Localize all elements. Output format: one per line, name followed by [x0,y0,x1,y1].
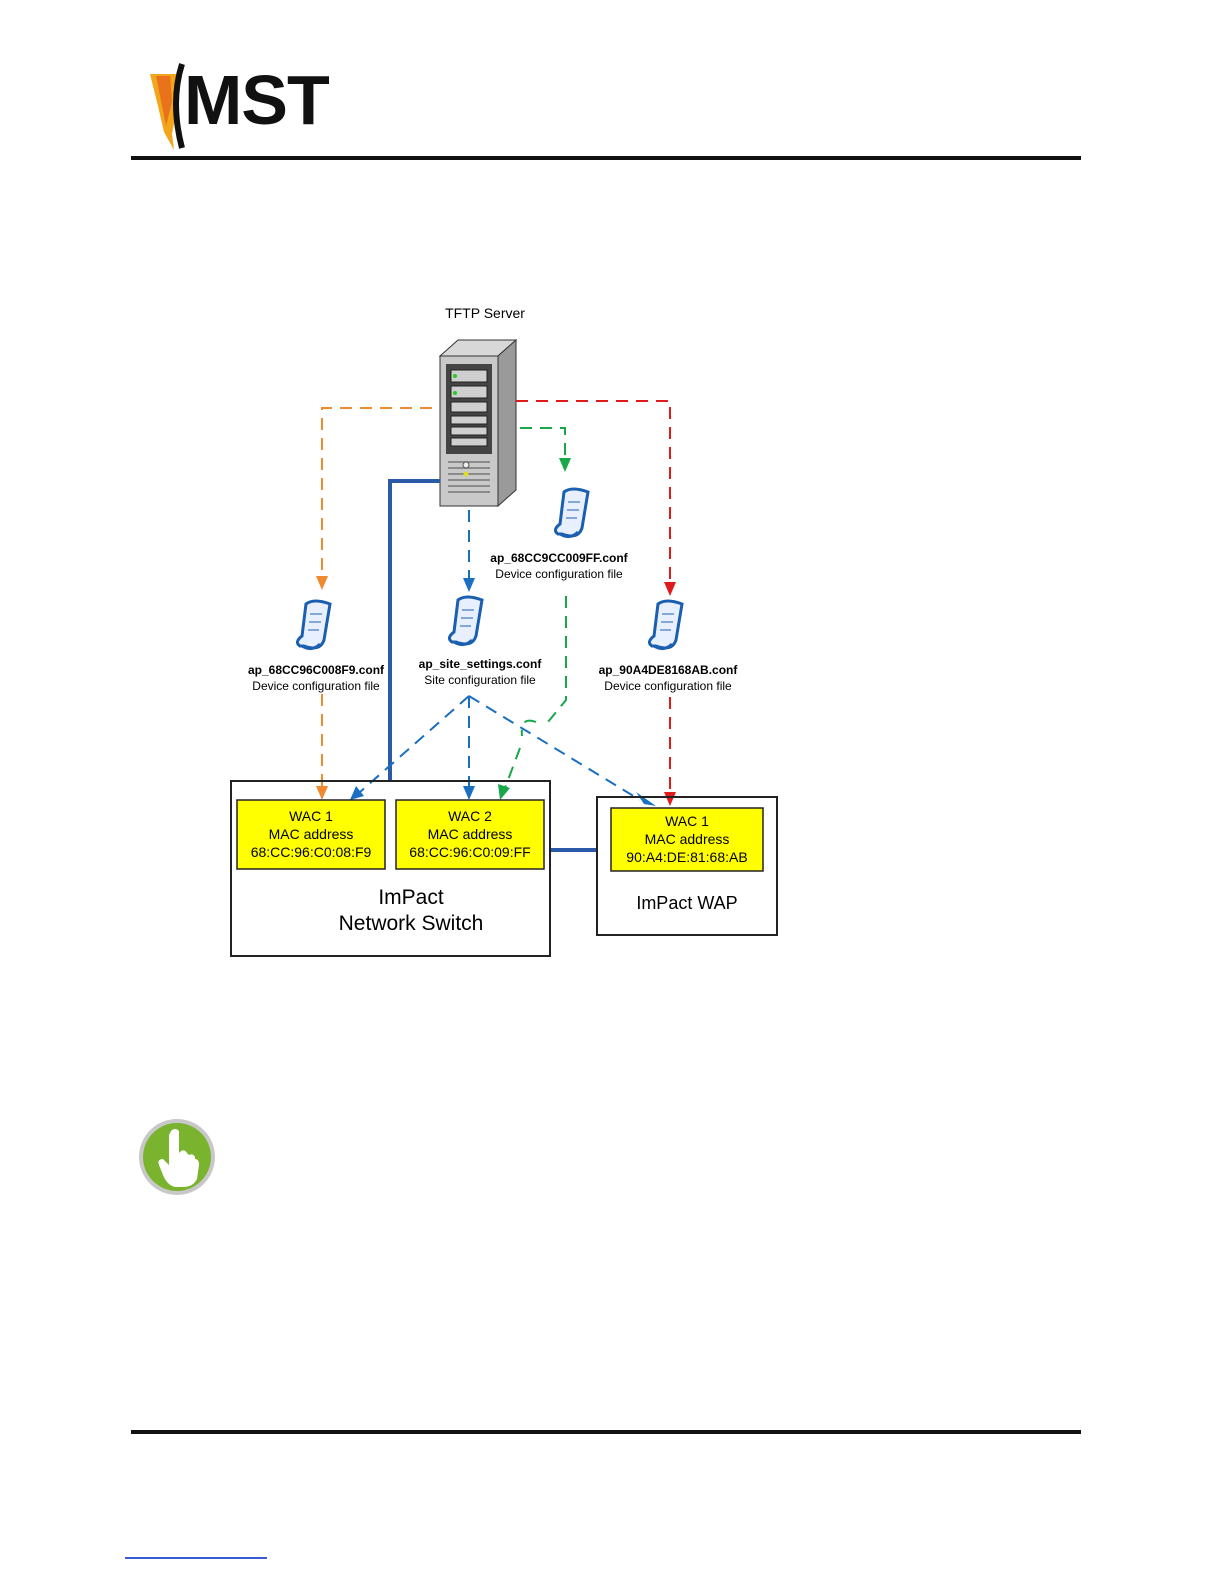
orange-arrow-1 [316,576,328,590]
wac-mac: 90:A4:DE:81:68:AB [626,849,747,865]
wac-box [395,799,545,870]
file-desc: Device configuration file [495,567,623,581]
blue-arrow-wac2 [463,786,475,800]
file-name: ap_68CC96C008F9.conf [248,663,385,677]
red-arrow-2 [664,792,676,806]
config-file-icon [295,599,332,651]
file-name: ap_90A4DE8168AB.conf [599,663,739,677]
config-file-icon [447,595,484,647]
wap-box [596,796,778,936]
pointing-hand-icon [137,1117,217,1197]
file-name: ap_68CC9CC009FF.conf [490,551,628,565]
file-desc: Device configuration file [604,679,732,693]
green-flow [504,427,567,789]
header-rule [131,156,1081,160]
wac-box [610,807,764,872]
footer-link-underline[interactable] [125,1557,267,1559]
wac-mac: 68:CC:96:C0:09:FF [409,844,530,860]
blue-arrow-wac1 [350,786,364,800]
red-arrow-1 [664,582,676,596]
wac-mac-label: MAC address [269,826,354,842]
blue-flow [359,510,641,801]
footer-rule [131,1430,1081,1434]
orange-flow [321,407,432,786]
orange-arrow-2 [316,786,328,800]
wap-label: ImPact WAP [636,893,737,913]
wac-mac-label: MAC address [645,831,730,847]
config-file-icon [553,487,590,539]
blue-arrow-down [463,578,475,592]
server-label: TFTP Server [445,305,525,321]
blue-arrow-wap [636,792,656,806]
file-desc: Device configuration file [252,679,380,693]
green-arrow-1 [559,458,571,472]
logo-mark-icon [150,63,185,150]
file-name: ap_site_settings.conf [419,657,543,671]
logo-text: MST [184,61,330,139]
switch-label-line1: ImPact [378,886,444,909]
config-file-icon [647,599,684,651]
switch-label-line2: Network Switch [339,912,484,935]
wac-box [236,799,386,870]
wac-title: WAC 1 [665,813,709,829]
wac-mac-label: MAC address [428,826,513,842]
file-desc: Site configuration file [424,673,536,687]
server-icon [438,338,518,508]
wac-mac: 68:CC:96:C0:08:F9 [251,844,372,860]
wac-title: WAC 1 [289,808,333,824]
mst-logo: MST [146,61,346,152]
green-arrow-2 [498,784,510,800]
server-switch-link [388,479,440,782]
network-switch-box [230,780,551,957]
red-flow [516,400,671,792]
wac-title: WAC 2 [448,808,492,824]
